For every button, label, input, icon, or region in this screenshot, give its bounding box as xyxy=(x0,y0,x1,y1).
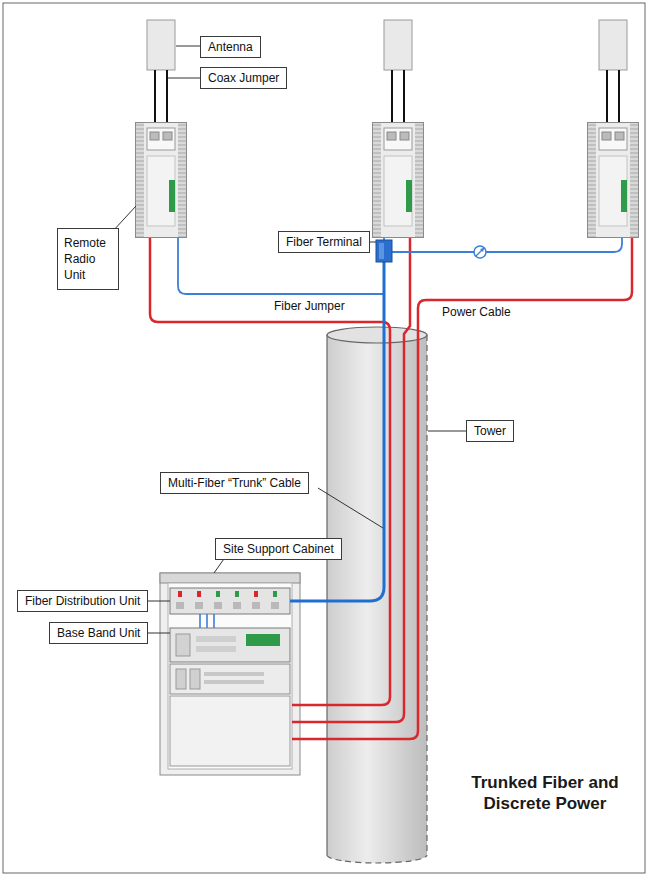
diagram-title: Trunked Fiber and Discrete Power xyxy=(455,772,635,814)
remote-radio-unit xyxy=(136,123,187,238)
antenna-panel xyxy=(599,20,627,70)
base-band-unit xyxy=(170,628,290,766)
base-band-unit xyxy=(196,636,236,642)
callout-box: Antenna xyxy=(200,36,261,58)
fiber-distribution-unit xyxy=(271,602,279,609)
base-band-unit xyxy=(170,664,290,694)
fiber-jumper xyxy=(178,238,622,294)
site-support-cabinet xyxy=(160,573,300,583)
cable-label: Fiber Jumper xyxy=(272,298,347,314)
coax-jumper xyxy=(391,70,393,122)
fiber-distribution-unit xyxy=(216,591,220,597)
leader-line xyxy=(318,488,383,528)
callout-box: Remote Radio Unit xyxy=(57,228,119,290)
fiber-distribution-unit xyxy=(170,588,290,614)
patch-fiber xyxy=(206,614,208,628)
leader-line xyxy=(428,431,470,432)
fiber-connector-symbol xyxy=(474,246,486,258)
leader-line xyxy=(168,78,204,79)
callout-text: Multi-Fiber “Trunk” Cable xyxy=(168,475,301,491)
frame-border xyxy=(3,3,645,873)
callout-text: Fiber Terminal xyxy=(286,234,362,250)
fiber-distribution-unit xyxy=(252,602,260,609)
callout-box: Site Support Cabinet xyxy=(215,538,342,560)
antenna-panel xyxy=(147,20,627,70)
callout-text: Tower xyxy=(474,423,506,439)
fiber-terminal xyxy=(376,240,392,262)
base-band-unit xyxy=(246,634,280,646)
patch-fiber xyxy=(199,614,201,628)
tower-cylinder xyxy=(327,327,427,343)
fiber-distribution-unit xyxy=(254,591,258,597)
power-cable xyxy=(150,238,390,705)
coax-jumper xyxy=(618,70,620,122)
callout-text: Remote Radio Unit xyxy=(64,235,112,283)
callout-box: Tower xyxy=(466,420,514,442)
base-band-unit xyxy=(170,696,290,766)
fiber-terminal xyxy=(379,243,384,259)
base-band-unit xyxy=(204,680,264,684)
remote-radio-unit xyxy=(588,123,639,238)
fiber-distribution-unit xyxy=(235,591,239,597)
patch-fiber xyxy=(200,614,214,628)
leader-line xyxy=(112,46,470,633)
callout-box: Fiber Distribution Unit xyxy=(17,590,148,612)
fiber-distribution-unit xyxy=(214,602,222,609)
coax-jumper xyxy=(154,70,156,122)
power-cable xyxy=(150,238,632,739)
base-band-unit xyxy=(190,669,200,689)
base-band-unit xyxy=(176,669,186,689)
callout-text: Base Band Unit xyxy=(57,625,140,641)
coax-jumper xyxy=(403,70,405,122)
remote-radio-unit xyxy=(373,123,424,238)
cable-label: Power Cable xyxy=(440,304,513,320)
base-band-unit xyxy=(170,628,290,662)
base-band-unit xyxy=(204,672,264,676)
antenna-panel xyxy=(384,20,412,70)
coax-jumper xyxy=(166,70,168,122)
fiber-connector-symbol xyxy=(474,246,486,258)
callout-box: Base Band Unit xyxy=(49,622,148,644)
callout-text: Site Support Cabinet xyxy=(223,541,334,557)
fiber-distribution-unit xyxy=(170,588,290,614)
base-band-unit xyxy=(196,646,236,652)
tower-cylinder xyxy=(327,327,427,863)
site-support-cabinet xyxy=(160,573,300,775)
antenna-panel xyxy=(147,20,175,70)
fiber-distribution-unit xyxy=(195,602,203,609)
fiber-jumper xyxy=(392,238,622,252)
base-band-unit xyxy=(176,634,190,656)
callout-text: Fiber Distribution Unit xyxy=(25,593,140,609)
tower-cylinder xyxy=(326,335,327,855)
callout-box: Fiber Terminal xyxy=(278,231,370,253)
callout-text: Coax Jumper xyxy=(208,70,279,86)
tower-cylinder xyxy=(327,855,427,863)
leader-line xyxy=(146,601,170,602)
fiber-connector-symbol xyxy=(476,248,484,256)
fiber-distribution-unit xyxy=(273,591,277,597)
site-support-cabinet xyxy=(168,583,292,769)
site-support-cabinet xyxy=(160,573,300,775)
fiber-distribution-unit xyxy=(233,602,241,609)
callout-text: Antenna xyxy=(208,39,253,55)
fiber-connector-symbol xyxy=(480,248,484,252)
fiber-distribution-unit xyxy=(197,591,201,597)
fiber-terminal xyxy=(376,240,392,262)
remote-radio-unit xyxy=(136,123,639,238)
leader-line xyxy=(146,633,170,634)
tower-cylinder xyxy=(426,335,427,855)
coax-jumper xyxy=(155,70,619,122)
coax-jumper xyxy=(606,70,608,122)
callout-box: Coax Jumper xyxy=(200,67,287,89)
fiber-distribution-unit xyxy=(176,602,184,609)
fiber-distribution-unit xyxy=(178,591,182,597)
patch-fiber xyxy=(213,614,215,628)
callout-box: Multi-Fiber “Trunk” Cable xyxy=(160,472,309,494)
